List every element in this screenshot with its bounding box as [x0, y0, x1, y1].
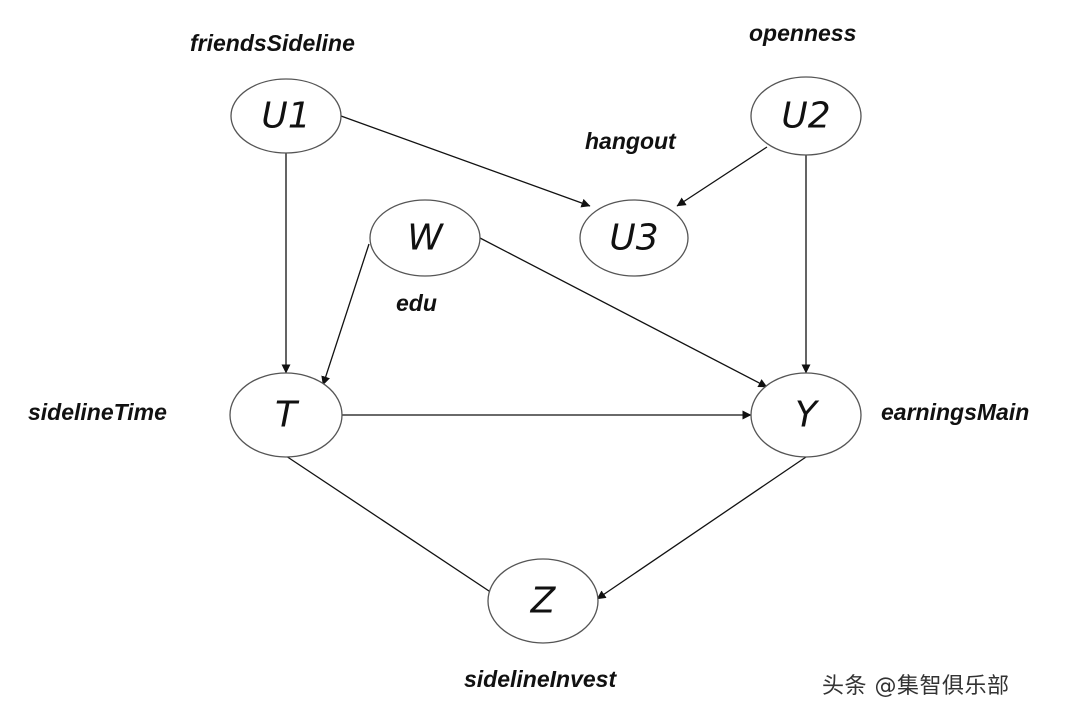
node-t-label: T	[275, 395, 300, 436]
edge-u1-u3	[340, 115, 591, 208]
var-name-friendssideline: friendsSideline	[190, 30, 355, 56]
node-w: W	[369, 199, 481, 277]
node-t: T	[229, 372, 343, 458]
node-u1-ellipse	[230, 78, 342, 154]
node-w-label: W	[407, 218, 444, 259]
node-y-label: Y	[795, 395, 820, 436]
node-z-label: Z	[530, 581, 557, 622]
watermark: 头条 @集智俱乐部	[822, 674, 1010, 699]
var-name-openness: openness	[749, 20, 856, 46]
node-w-ellipse	[369, 199, 481, 277]
node-z: Z	[487, 558, 599, 644]
var-name-sidelineinvest: sidelineInvest	[464, 666, 617, 692]
node-u3: U3	[579, 199, 689, 277]
node-u3-ellipse	[579, 199, 689, 277]
edge-w-y	[479, 237, 768, 388]
var-name-earningsmain: earningsMain	[881, 399, 1029, 425]
edge-w-t	[321, 243, 370, 386]
var-name-hangout: hangout	[585, 128, 677, 154]
node-y-ellipse	[750, 372, 862, 458]
edge-y-z	[596, 456, 807, 600]
node-u1: U1	[230, 78, 342, 154]
node-u3-label: U3	[609, 218, 658, 259]
var-name-sidelinetime: sidelineTime	[28, 399, 167, 425]
node-u2-label: U2	[781, 96, 830, 137]
node-u2-ellipse	[750, 76, 862, 156]
edge-u2-u3	[676, 146, 768, 207]
node-t-ellipse	[229, 372, 343, 458]
node-u2: U2	[750, 76, 862, 156]
edge-t-z	[285, 455, 499, 598]
node-u1-label: U1	[261, 96, 310, 137]
node-y: Y	[750, 372, 862, 458]
var-name-edu: edu	[396, 290, 437, 316]
edge-layer	[281, 115, 811, 600]
node-z-ellipse	[487, 558, 599, 644]
